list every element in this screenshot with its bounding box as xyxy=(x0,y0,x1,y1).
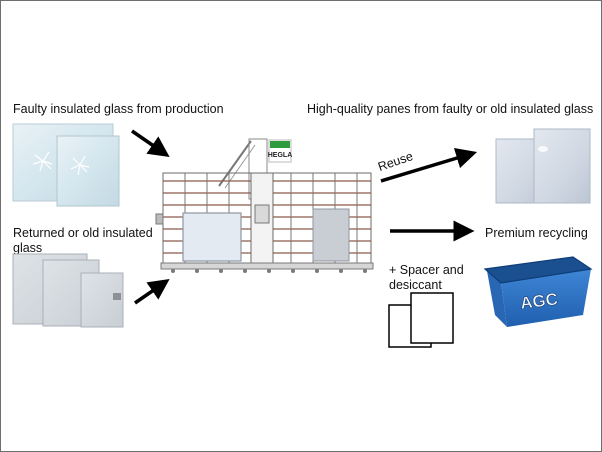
hegla-logo: HEGLA xyxy=(268,152,293,159)
arrow-returned-to-machine xyxy=(134,279,170,305)
agc-logo: AGC xyxy=(519,290,559,313)
arrow-faulty-to-machine xyxy=(131,129,170,157)
label-high-quality-panes: High-quality panes from faulty or old in… xyxy=(307,102,594,116)
label-faulty-glass: Faulty insulated glass from production xyxy=(13,102,224,116)
label-premium-recycling: Premium recycling xyxy=(485,226,588,240)
label-returned-glass: Returned or old insulated glass xyxy=(13,226,153,255)
label-spacer-desiccant: + Spacer and desiccant xyxy=(389,263,464,292)
arrow-reuse xyxy=(380,147,478,183)
